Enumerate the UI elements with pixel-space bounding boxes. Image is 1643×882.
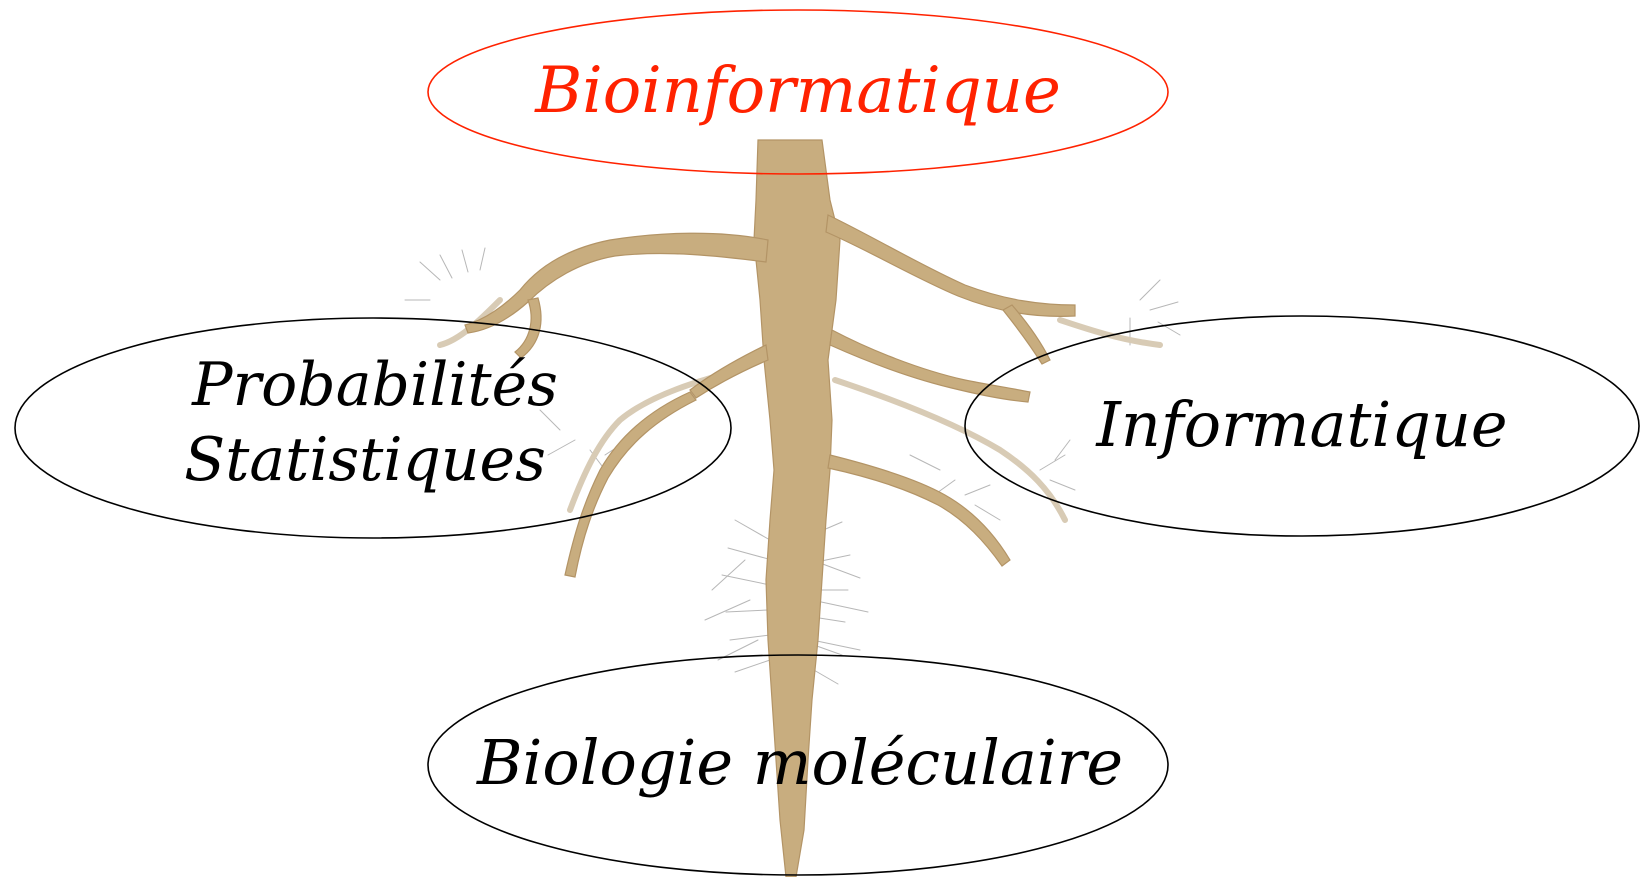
node-label-top: Bioinformatique xyxy=(534,54,1061,128)
branch-lower-right xyxy=(828,455,1010,566)
branch-mid-left xyxy=(690,345,768,398)
branch-upper-right xyxy=(826,215,1075,316)
node-label-left-line2: Statistiques xyxy=(184,425,546,495)
branch-lower-left xyxy=(565,392,696,577)
node-label-bottom: Biologie moléculaire xyxy=(476,726,1123,799)
secondary-root-upper-right xyxy=(1060,320,1160,345)
branch-upper-left xyxy=(465,233,768,333)
node-label-left-line1: Probabilités xyxy=(191,350,558,420)
node-label-right: Informatique xyxy=(1095,388,1507,461)
